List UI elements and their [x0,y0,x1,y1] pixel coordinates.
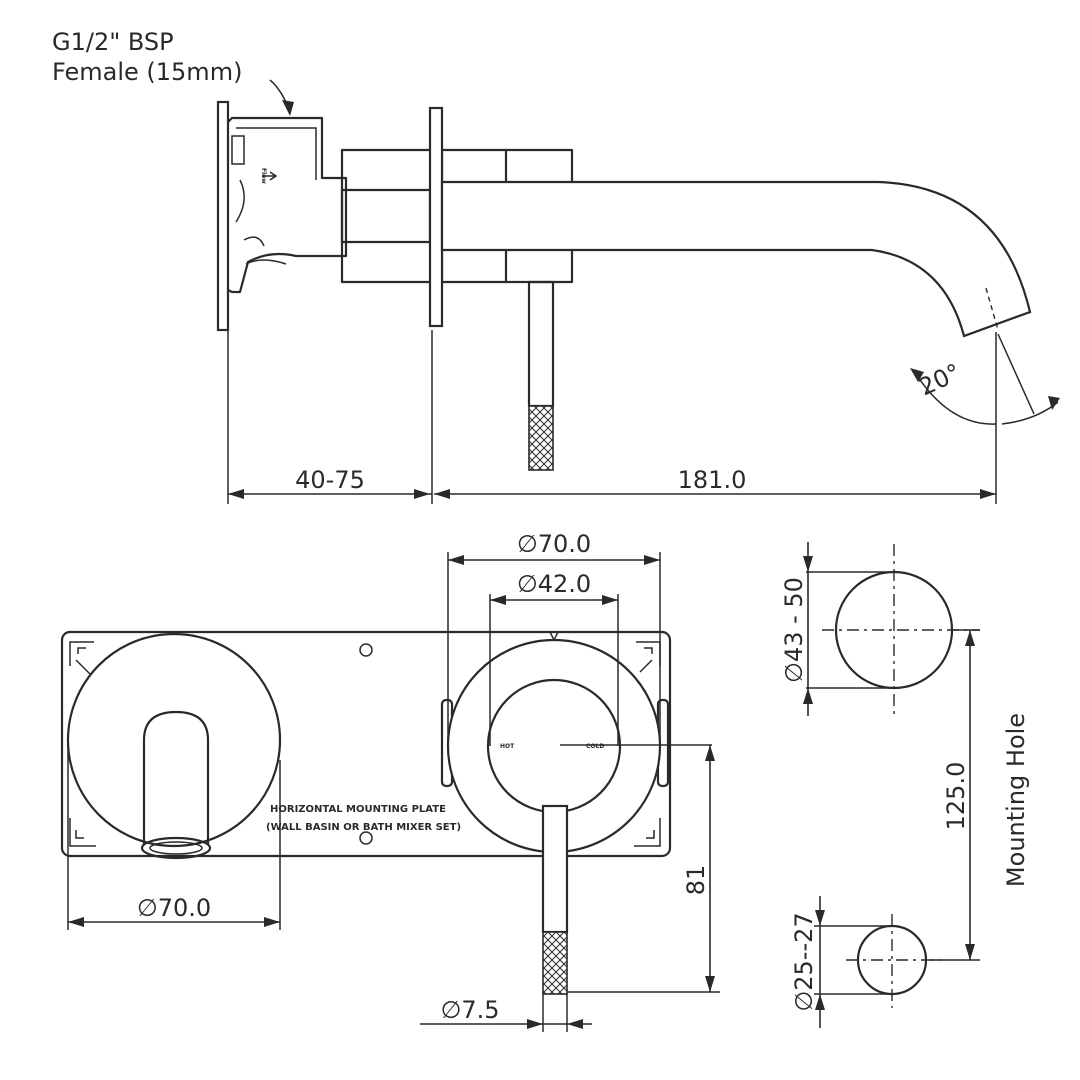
thread-label-line1: G1/2" BSP [52,28,174,56]
angle-arrow-right [1048,396,1060,410]
spout-outlet-hidden [985,287,999,331]
mounting-plate [60,630,672,858]
plate-label-line2: (WALL BASIN OR BATH MIXER SET) [266,822,461,833]
wall-cover-plate [428,106,444,328]
dim-lever-diameter: ∅7.5 [440,996,499,1024]
dim-arrow [803,688,813,704]
lever-stem [527,280,555,408]
dim-arrow [644,555,660,565]
corner-slot [636,641,661,673]
dim-plate-diameter-top: ∅70.0 [517,530,591,558]
mixer-body [226,116,348,294]
dim-arrow [264,917,280,927]
front-lever-stem [541,804,569,934]
corner-slot [69,641,94,675]
front-lever-knurl [542,931,568,995]
label-hot: HOT [500,743,515,750]
dim-arrow [815,994,825,1010]
spout-outlet-inner [149,841,203,855]
dim-arrow [68,917,84,927]
dim-arrow [965,630,975,646]
dim-arrow [602,595,618,605]
spout [440,180,1032,338]
flow-arrow-icon [262,171,278,181]
dim-arrow [803,556,813,572]
mounting-hole-view: ∅43 - 50 ∅25--27 125.0 Mounting Hole [780,542,1030,1028]
dim-arrow [705,745,715,761]
angle-arrow-left [910,368,924,382]
dim-spacing: 125.0 [942,762,970,831]
rear-wall-flange [216,100,230,332]
spout-front-profile [142,710,210,846]
plate-label-line1: HORIZONTAL MOUNTING PLATE [270,804,446,815]
body-port [231,135,245,165]
dim-spout-length: 181.0 [678,466,747,494]
spout-cover-plate [66,632,282,848]
dim-wall-depth: 40-75 [295,466,365,494]
dim-arrow [567,1019,583,1029]
label-cold: COLD [586,743,604,750]
cylinder-housing-rear [340,148,434,284]
dim-arrow [527,1019,543,1029]
mixer-body-inner [236,127,317,180]
plate-screw-hole [359,831,373,845]
dim-arrow [980,489,996,499]
dim-arrow [434,489,450,499]
dim-arrow [448,555,464,565]
front-view: HORIZONTAL MOUNTING PLATE (WALL BASIN OR… [60,530,720,1032]
dim-arrow [965,944,975,960]
thread-leader-arrow [282,100,294,116]
mounting-hole-title: Mounting Hole [1002,713,1030,887]
dim-small-hole: ∅25--27 [790,912,818,1011]
angle-label: 20° [915,358,965,401]
dim-plate-diameter-left: ∅70.0 [137,894,211,922]
spout-outlet [140,836,212,860]
dim-large-hole: ∅43 - 50 [780,577,808,683]
corner-slot [69,818,96,847]
dim-arrow [228,489,244,499]
dim-handle-diameter: ∅42.0 [517,570,591,598]
dim-arrow [705,976,715,992]
dim-arrow [490,595,506,605]
thread-label-line2: Female (15mm) [52,58,242,86]
side-view: Flow 20° G1/2" BSP Female (15mm) [52,28,1060,504]
valve-extension [340,188,432,244]
lever-knurl [528,405,554,471]
angle-ref-inclined [997,333,1035,415]
plate-screw-hole [359,643,373,657]
dim-arrow [414,489,430,499]
dim-arrow [815,910,825,926]
dim-lever-height: 81 [682,865,710,896]
body-detail [235,179,287,265]
plate-notch-right [549,631,559,642]
corner-slot [634,818,661,847]
